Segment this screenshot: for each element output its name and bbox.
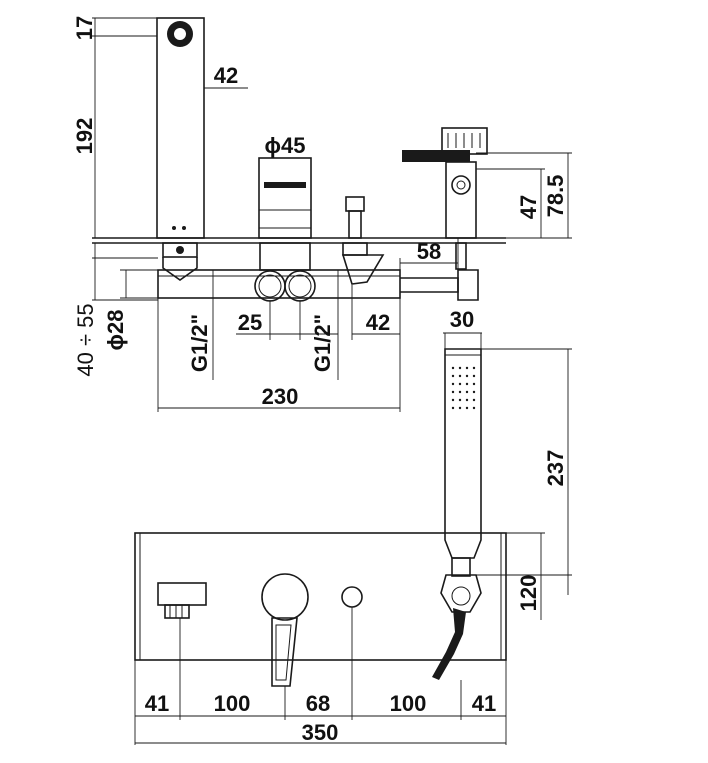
spray-nozzles-icon xyxy=(451,366,476,410)
dim-label-body-length: 230 xyxy=(262,384,299,409)
hose-connector-pipe xyxy=(400,277,459,293)
diverter-pin xyxy=(341,196,385,285)
holder-stem xyxy=(455,242,467,270)
dim-label-spout-height: 192 xyxy=(72,118,97,155)
holder-knob-inner xyxy=(456,180,466,190)
front-spout xyxy=(157,582,207,606)
holder-hose-icon xyxy=(402,150,470,162)
dim-label-wall-depth: 40 ÷ 55 xyxy=(73,303,98,376)
knob-ring-icon xyxy=(264,182,306,188)
front-hose-icon xyxy=(432,608,466,680)
spout-connector xyxy=(162,242,198,258)
handshower-body xyxy=(444,348,482,559)
hand-shower xyxy=(444,333,482,559)
diverter-cap xyxy=(345,196,365,212)
front-handle-knob-icon xyxy=(261,573,309,621)
mixer-knob xyxy=(258,157,312,239)
dim-label-front-total: 350 xyxy=(302,720,339,745)
diverter-stem xyxy=(348,210,362,239)
side-view: 17 42 192 ϕ45 78.5 47 58 40 ÷ 55 ϕ28 G1/… xyxy=(72,16,572,412)
hose-connector-elbow xyxy=(457,269,479,301)
holder-bracket xyxy=(445,161,477,239)
dim-label-front-diverter-holder: 100 xyxy=(390,691,427,716)
dim-label-front-spout-handle: 100 xyxy=(214,691,251,716)
mixer-hub xyxy=(259,242,311,271)
spout-connector-bolt-icon xyxy=(176,246,184,254)
dim-label-knob-diameter: ϕ45 xyxy=(265,133,306,158)
dim-label-front-right: 41 xyxy=(472,691,496,716)
spout-screw-icon xyxy=(182,226,186,230)
front-holder xyxy=(440,574,482,613)
dim-label-right-offset: 42 xyxy=(366,310,390,335)
mixer-body xyxy=(157,242,401,302)
dim-label-diverter-height: 78.5 xyxy=(543,175,568,218)
dim-label-handshower-length: 237 xyxy=(543,450,568,487)
front-holder-top xyxy=(451,557,471,577)
dim-label-body-diameter: ϕ28 xyxy=(103,310,128,351)
dim-label-front-left: 41 xyxy=(145,691,169,716)
dim-label-arm-length: 58 xyxy=(417,239,441,264)
knob-body xyxy=(258,157,312,239)
front-diverter-icon xyxy=(341,586,363,608)
diverter-valve xyxy=(341,254,385,285)
front-holder-ring-icon xyxy=(451,586,471,606)
dim-label-spout-top: 17 xyxy=(72,16,97,40)
spout-screw-icon xyxy=(172,226,176,230)
dim-label-inlet-spacing: 25 xyxy=(238,310,262,335)
handshower-holder xyxy=(400,127,488,301)
dim-label-handshower-width: 30 xyxy=(450,307,474,332)
inlet-left-inner xyxy=(258,274,282,298)
front-plate xyxy=(134,532,507,661)
diverter-collar xyxy=(342,242,368,256)
spout-body xyxy=(156,17,205,239)
spout-outlet-inner xyxy=(174,28,186,40)
spout xyxy=(156,17,205,281)
dim-label-inlet-right: G1/2" xyxy=(310,314,335,372)
dim-label-diverter-offset: 47 xyxy=(516,195,541,219)
front-handle-lever-inner xyxy=(275,624,292,681)
front-handle-lever xyxy=(271,617,298,687)
inlet-right-inner xyxy=(288,274,312,298)
side-dimensions xyxy=(92,17,572,412)
dim-label-inlet-left: G1/2" xyxy=(187,314,212,372)
front-view: 41 100 68 100 41 350 237 120 xyxy=(134,348,572,745)
dim-label-front-handle-diverter: 68 xyxy=(306,691,330,716)
front-spout-outlet xyxy=(164,604,190,619)
dim-label-spout-width: 42 xyxy=(214,63,238,88)
spout-valve xyxy=(162,257,198,281)
dim-label-holder-height: 120 xyxy=(516,575,541,612)
holder-knob-icon xyxy=(451,175,471,195)
